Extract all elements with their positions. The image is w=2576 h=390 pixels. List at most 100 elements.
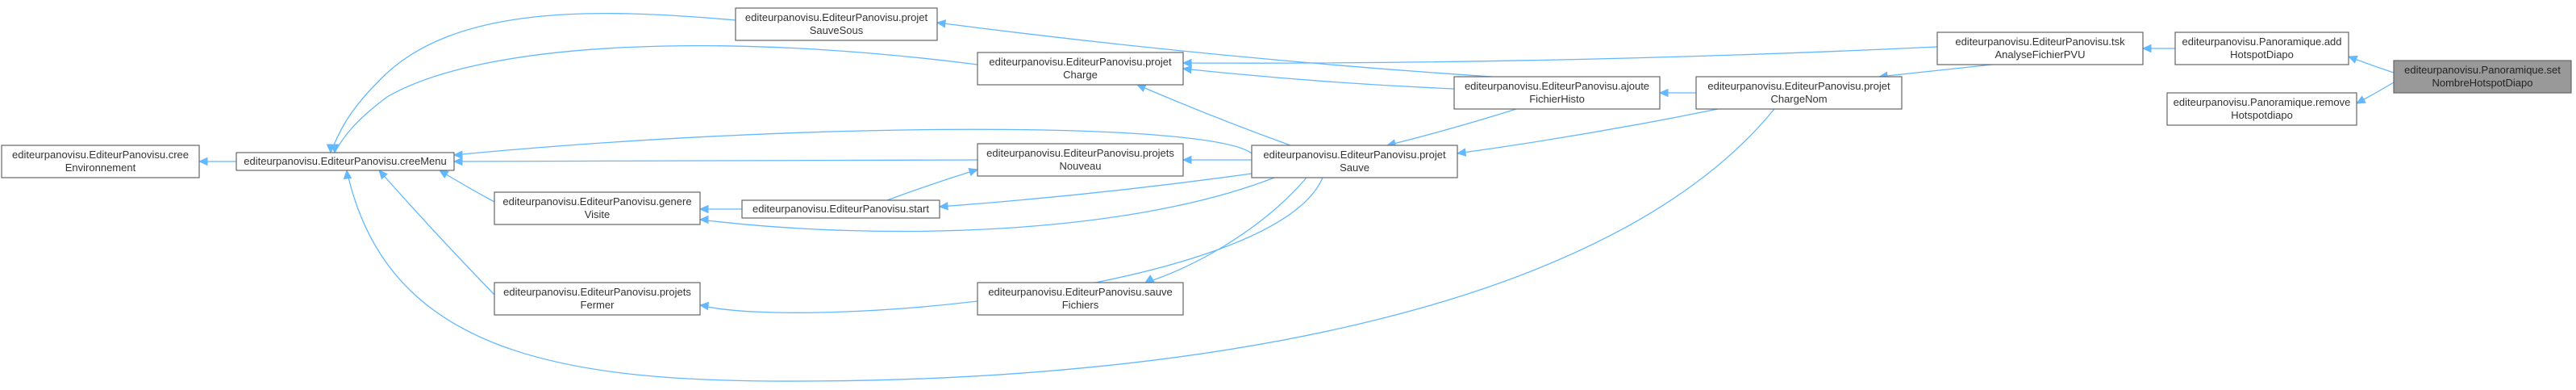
arrowhead-icon bbox=[1144, 275, 1155, 283]
edge-start-to-projets-nouveau bbox=[886, 168, 979, 201]
node-sauve-fichiers[interactable]: editeurpanovisu.EditeurPanovisu.sauveFic… bbox=[977, 282, 1184, 316]
edge-projets-fermer-to-cree-menu bbox=[378, 170, 495, 296]
node-label-line: SauveSous bbox=[810, 24, 864, 36]
node-label-line: ChargeNom bbox=[1770, 93, 1827, 105]
edge-projet-charge-nom-to-cree-menu bbox=[343, 108, 1775, 382]
node-label-line: AnalyseFichierPVU bbox=[1995, 48, 2086, 61]
arrowhead-icon bbox=[330, 144, 340, 154]
node-box bbox=[1453, 76, 1661, 110]
arrowhead-icon bbox=[968, 168, 979, 177]
arrowhead-icon bbox=[2347, 55, 2358, 64]
node-label-line: editeurpanovisu.EditeurPanovisu.projet bbox=[1263, 149, 1446, 161]
node-label-line: Hotspotdiapo bbox=[2231, 109, 2293, 121]
node-box bbox=[494, 191, 701, 225]
node-label-line: Visite bbox=[585, 208, 611, 220]
edge-panoramique-add-hotspot-diapo-to-tsk-analyse-fichier-pvu bbox=[2141, 44, 2175, 53]
node-label-line: FichierHisto bbox=[1529, 93, 1585, 105]
node-label-line: editeurpanovisu.EditeurPanovisu.projet bbox=[1707, 80, 1890, 92]
edge-panoramique-set-nombre-hotspot-diapo-to-panoramique-add-hotspot-diapo bbox=[2347, 55, 2395, 73]
node-label-line: editeurpanovisu.EditeurPanovisu.projets bbox=[986, 147, 1174, 159]
arrowhead-icon bbox=[378, 170, 388, 180]
node-projet-charge[interactable]: editeurpanovisu.EditeurPanovisu.projetCh… bbox=[977, 52, 1184, 86]
edge-tsk-analyse-fichier-pvu-to-projet-charge bbox=[1182, 46, 1938, 68]
node-cree-menu[interactable]: editeurpanovisu.EditeurPanovisu.creeMenu bbox=[236, 152, 455, 171]
node-label-line: editeurpanovisu.EditeurPanovisu.cree bbox=[12, 149, 189, 161]
node-box bbox=[741, 199, 940, 219]
node-panoramique-add-hotspot-diapo[interactable]: editeurpanovisu.Panoramique.addHotspotDi… bbox=[2174, 31, 2349, 65]
edge-line bbox=[936, 22, 1493, 78]
edge-projet-sauve-to-projet-charge bbox=[1136, 84, 1291, 146]
edge-line bbox=[439, 170, 495, 203]
arrowhead-icon bbox=[343, 169, 352, 179]
node-panoramique-remove-hotspotdiapo[interactable]: editeurpanovisu.Panoramique.removeHotspo… bbox=[2166, 92, 2357, 126]
node-label-line: Fichiers bbox=[1062, 299, 1099, 311]
node-box bbox=[1695, 76, 1903, 110]
node-label-line: editeurpanovisu.EditeurPanovisu.ajoute bbox=[1465, 80, 1649, 92]
edge-line bbox=[453, 128, 1253, 156]
node-panoramique-set-nombre-hotspot-diapo[interactable]: editeurpanovisu.Panoramique.setNombreHot… bbox=[2393, 60, 2572, 94]
arrowhead-icon bbox=[198, 157, 208, 166]
edge-line bbox=[886, 169, 978, 201]
edge-panoramique-set-nombre-hotspot-diapo-to-panoramique-remove-hotspotdiapo bbox=[2355, 82, 2395, 104]
edge-line bbox=[1136, 84, 1291, 146]
node-projet-charge-nom[interactable]: editeurpanovisu.EditeurPanovisu.projetCh… bbox=[1695, 76, 1903, 110]
arrowhead-icon bbox=[936, 19, 947, 28]
edge-line bbox=[1182, 46, 1938, 64]
edge-start-to-genere-visite bbox=[698, 204, 742, 214]
node-box bbox=[2166, 92, 2357, 126]
node-cree-environnement[interactable]: editeurpanovisu.EditeurPanovisu.creeEnvi… bbox=[1, 145, 200, 178]
node-label-line: HotspotDiapo bbox=[2230, 48, 2294, 61]
node-box bbox=[2393, 60, 2572, 94]
node-label-line: Charge bbox=[1063, 69, 1098, 81]
arrowhead-icon bbox=[698, 301, 709, 311]
node-label-line: editeurpanovisu.EditeurPanovisu.genere bbox=[502, 195, 691, 208]
node-projet-sauve[interactable]: editeurpanovisu.EditeurPanovisu.projetSa… bbox=[1251, 145, 1458, 178]
node-ajoute-fichier-histo[interactable]: editeurpanovisu.EditeurPanovisu.ajouteFi… bbox=[1453, 76, 1661, 110]
edge-projet-sauve-sous-to-cree-menu bbox=[326, 12, 736, 154]
node-box bbox=[236, 152, 455, 171]
node-label-line: editeurpanovisu.EditeurPanovisu.tsk bbox=[1955, 36, 2125, 48]
edge-line bbox=[334, 44, 978, 153]
node-box bbox=[1251, 145, 1458, 178]
node-start[interactable]: editeurpanovisu.EditeurPanovisu.start bbox=[741, 199, 940, 219]
node-box bbox=[735, 7, 938, 41]
node-box bbox=[1936, 31, 2144, 65]
node-label-line: NombreHotspotDiapo bbox=[2432, 77, 2532, 89]
edge-line bbox=[378, 170, 495, 296]
node-label-line: editeurpanovisu.Panoramique.add bbox=[2182, 36, 2341, 48]
arrowhead-icon bbox=[1182, 58, 1192, 68]
node-box bbox=[977, 52, 1184, 86]
edge-projet-charge-nom-to-ajoute-fichier-histo bbox=[1658, 88, 1696, 98]
edge-projet-sauve-to-cree-menu bbox=[452, 128, 1253, 159]
edge-line bbox=[1144, 177, 1307, 283]
edge-line bbox=[1182, 68, 1455, 90]
node-tsk-analyse-fichier-pvu[interactable]: editeurpanovisu.EditeurPanovisu.tskAnaly… bbox=[1936, 31, 2144, 65]
edge-projet-sauve-to-sauve-fichiers bbox=[1144, 177, 1307, 283]
arrowhead-icon bbox=[452, 157, 463, 166]
node-label-line: editeurpanovisu.EditeurPanovisu.start bbox=[752, 203, 929, 215]
edge-ajoute-fichier-histo-to-projet-charge bbox=[1182, 65, 1455, 90]
node-box bbox=[977, 143, 1184, 177]
node-projets-nouveau[interactable]: editeurpanovisu.EditeurPanovisu.projetsN… bbox=[977, 143, 1184, 177]
arrowhead-icon bbox=[1658, 88, 1669, 98]
edge-projets-nouveau-to-cree-menu bbox=[452, 157, 978, 166]
node-genere-visite[interactable]: editeurpanovisu.EditeurPanovisu.genereVi… bbox=[494, 191, 701, 225]
node-label-line: editeurpanovisu.EditeurPanovisu.projet bbox=[745, 11, 928, 23]
edge-line bbox=[453, 159, 978, 162]
arrowhead-icon bbox=[1182, 65, 1192, 74]
node-label-line: Nouveau bbox=[1059, 160, 1101, 172]
node-label-line: Environnement bbox=[65, 161, 136, 174]
arrowhead-icon bbox=[1456, 148, 1467, 157]
edge-projet-sauve-to-projets-nouveau bbox=[1182, 155, 1253, 165]
edge-line bbox=[1386, 108, 1517, 146]
node-projets-fermer[interactable]: editeurpanovisu.EditeurPanovisu.projetsF… bbox=[494, 282, 701, 316]
node-box bbox=[977, 282, 1184, 316]
node-projet-sauve-sous[interactable]: editeurpanovisu.EditeurPanovisu.projetSa… bbox=[735, 7, 938, 41]
node-label-line: editeurpanovisu.EditeurPanovisu.sauve bbox=[988, 286, 1172, 298]
arrowhead-icon bbox=[938, 201, 948, 211]
arrowhead-icon bbox=[438, 170, 449, 178]
node-box bbox=[1, 145, 200, 178]
edge-projet-charge-to-cree-menu bbox=[330, 44, 978, 154]
arrowhead-icon bbox=[2141, 44, 2152, 53]
